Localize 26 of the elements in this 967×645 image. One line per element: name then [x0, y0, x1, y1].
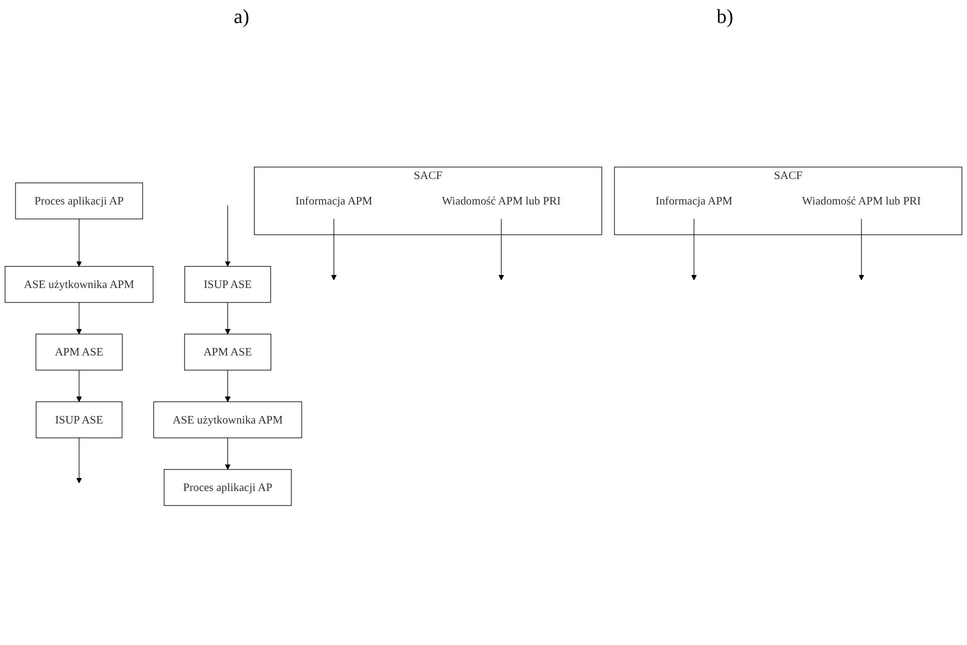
- arrow: [76, 302, 82, 334]
- node-box: ASE użytkownika APM: [153, 401, 302, 438]
- node-text: Informacja APM: [295, 194, 372, 207]
- arrow: [224, 204, 230, 266]
- arrow: [224, 302, 230, 334]
- arrow: [331, 218, 337, 280]
- arrow: [224, 370, 230, 402]
- node-box: Proces aplikacji AP: [15, 182, 143, 219]
- arrow: [498, 218, 504, 280]
- arrow: [76, 437, 82, 484]
- arrow: [858, 218, 864, 280]
- node-box: ISUP ASE: [36, 401, 122, 438]
- arrow: [224, 437, 230, 470]
- node-box: APM ASE: [184, 333, 272, 370]
- node-text: Wiadomość APM lub PRI: [442, 194, 561, 207]
- node-box: Proces aplikacji AP: [164, 468, 292, 506]
- arrow: [76, 370, 82, 402]
- panel-label: a): [234, 6, 250, 30]
- node-box: APM ASE: [36, 333, 123, 370]
- arrow: [691, 218, 697, 280]
- node-text: Informacja APM: [656, 194, 732, 207]
- arrow: [76, 218, 82, 266]
- node-box: ISUP ASE: [184, 266, 272, 302]
- node-box: ASE użytkownika APM: [4, 266, 154, 302]
- node-text: Wiadomość APM lub PRI: [802, 194, 921, 207]
- panel-label: b): [716, 6, 734, 30]
